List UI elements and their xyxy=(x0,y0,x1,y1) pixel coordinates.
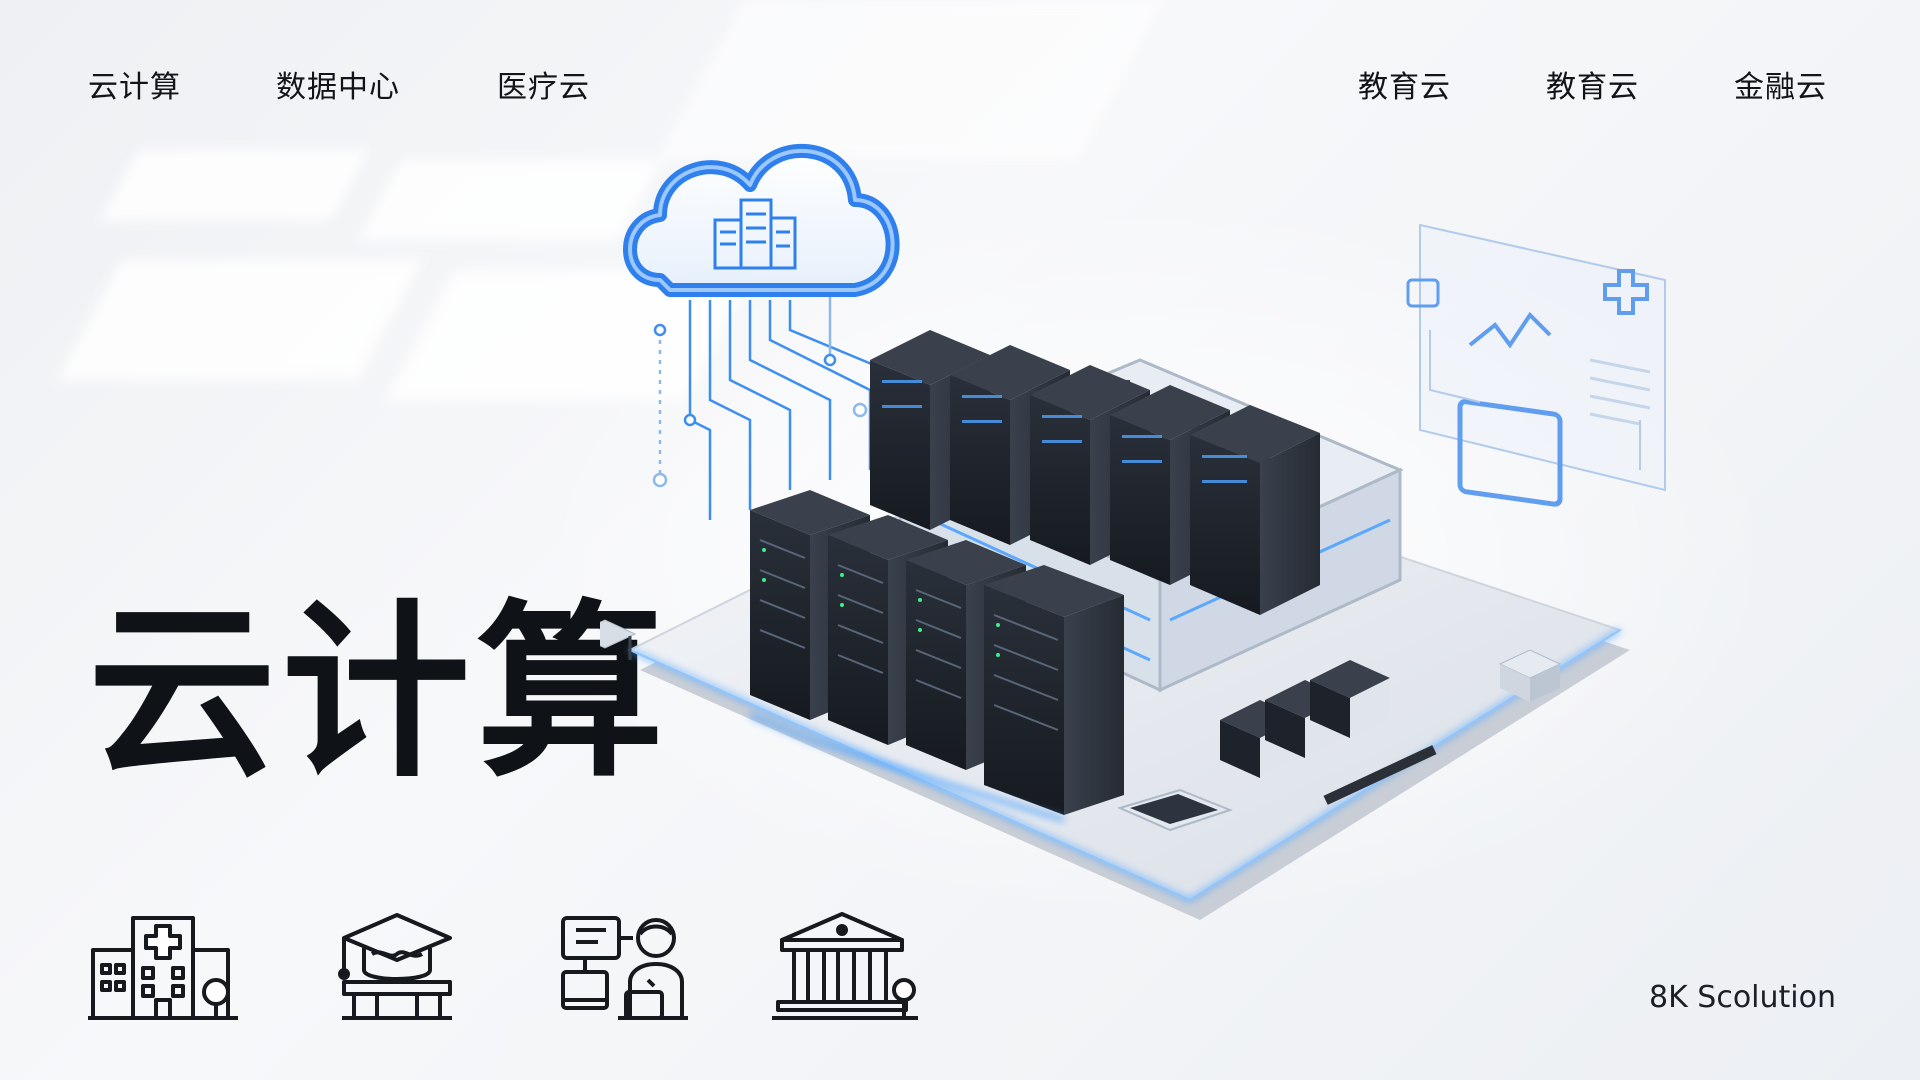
medical-monitor-panel-icon xyxy=(1406,223,1666,507)
nav-item-finance-cloud[interactable]: 金融云 xyxy=(1734,70,1827,105)
nav-item-cloud-computing[interactable]: 云计算 xyxy=(88,70,181,105)
nav-item-education-cloud[interactable]: 教育云 xyxy=(1358,70,1451,105)
bank-icon[interactable] xyxy=(772,910,922,1022)
data-center-illustration xyxy=(573,130,1710,930)
graduation-cap-icon[interactable] xyxy=(322,910,472,1022)
window-light-patch xyxy=(58,260,422,380)
remote-work-icon[interactable] xyxy=(548,910,698,1022)
hero-title: 云计算 xyxy=(88,584,670,803)
window-light-patch xyxy=(101,150,369,220)
storage-units xyxy=(573,619,1562,832)
nav-item-education-cloud-2[interactable]: 教育云 xyxy=(1546,70,1639,105)
footer-tagline: 8K Scolution xyxy=(1648,980,1836,1015)
cloud-buildings-icon xyxy=(623,144,900,297)
hospital-icon[interactable] xyxy=(88,910,238,1022)
nav-item-data-center[interactable]: 数据中心 xyxy=(276,70,400,105)
server-rack-row-back xyxy=(870,330,1320,615)
server-rack-row-front xyxy=(749,490,1124,822)
nav-item-medical-cloud[interactable]: 医疗云 xyxy=(497,70,590,105)
